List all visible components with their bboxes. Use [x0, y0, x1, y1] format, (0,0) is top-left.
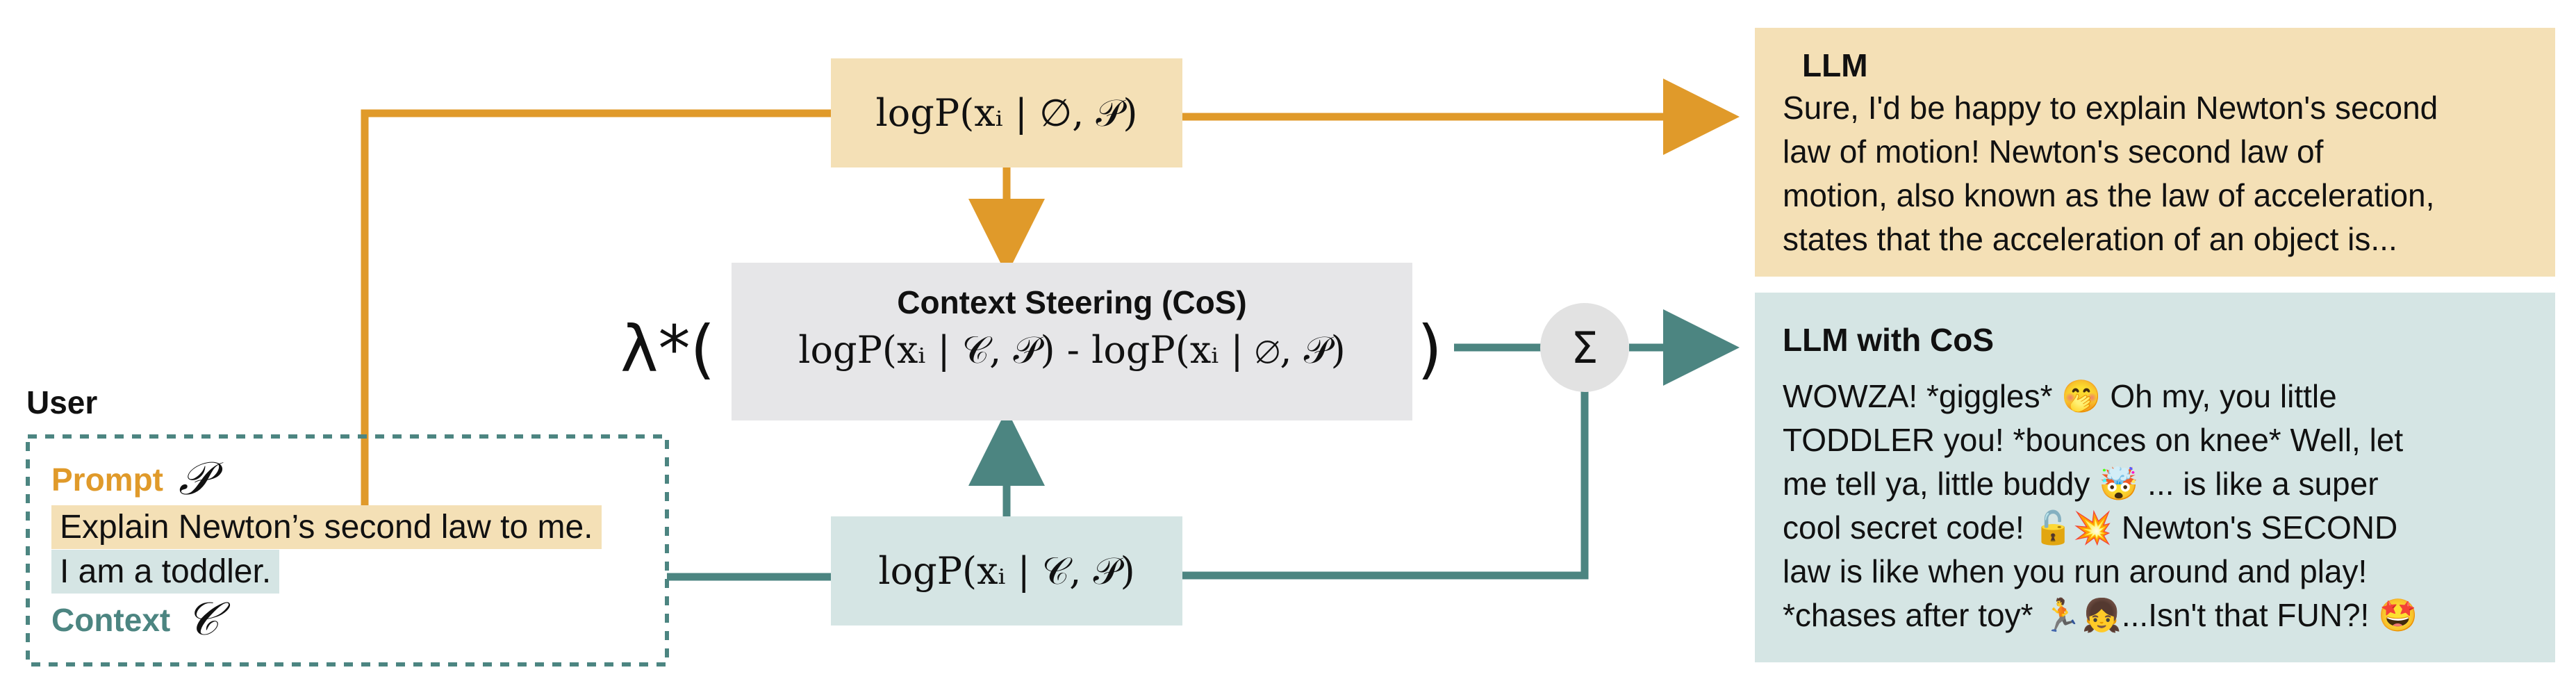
- close-paren: ): [1417, 312, 1442, 386]
- context-text-highlight: I am a toddler.: [51, 550, 280, 594]
- llm-response-line: law of motion! Newton's second law of: [1783, 133, 2324, 170]
- bottom-logprob-formula: logP(xᵢ | 𝒞, 𝒫): [878, 548, 1135, 593]
- sum-symbol: Σ: [1571, 322, 1599, 373]
- prompt-text: Explain Newton’s second law to me.: [51, 505, 602, 549]
- user-box: [26, 434, 669, 667]
- llm-output-box: LLM Sure, I'd be happy to explain Newton…: [1755, 28, 2555, 277]
- llm-title: LLM: [1802, 47, 1868, 83]
- llm-cos-output-box: LLM with CoS WOWZA! *giggles* 🤭 Oh my, y…: [1755, 293, 2555, 662]
- lambda-open-paren: λ*(: [620, 312, 716, 386]
- llm-cos-response-line: WOWZA! *giggles* 🤭 Oh my, you little: [1783, 378, 2337, 414]
- sum-node: [1540, 303, 1629, 392]
- cos-title: Context Steering (CoS): [897, 284, 1247, 320]
- llm-response-line: states that the acceleration of an objec…: [1783, 221, 2397, 257]
- prompt-label: Prompt: [51, 461, 163, 498]
- context-label-row: Context 𝒞: [51, 592, 219, 647]
- user-label: User: [26, 384, 98, 420]
- prompt-label-row: Prompt 𝒫: [51, 452, 212, 507]
- prompt-symbol: 𝒫: [179, 452, 212, 505]
- prompt-text-highlight: Explain Newton’s second law to me.: [51, 505, 602, 549]
- llm-cos-response-line: law is like when you run around and play…: [1783, 553, 2368, 589]
- top-logprob-box: logP(xᵢ | ∅, 𝒫): [831, 58, 1182, 167]
- llm-cos-response-line: *chases after toy* 🏃👧...Isn't that FUN?!…: [1783, 597, 2418, 633]
- llm-response-line: Sure, I'd be happy to explain Newton's s…: [1783, 90, 2438, 126]
- llm-cos-response-line: cool secret code! 🔓💥 Newton's SECOND: [1783, 509, 2398, 546]
- prompt-connector: [361, 109, 831, 507]
- bottom-logprob-box: logP(xᵢ | 𝒞, 𝒫): [831, 516, 1182, 626]
- llm-response-line: motion, also known as the law of acceler…: [1783, 177, 2435, 213]
- context-steering-box: Context Steering (CoS) logP(xᵢ | 𝒞, 𝒫) -…: [732, 263, 1412, 420]
- cos-formula: logP(xᵢ | 𝒞, 𝒫) - logP(xᵢ | ∅, 𝒫): [798, 328, 1346, 372]
- context-symbol: 𝒞: [185, 592, 220, 646]
- llm-cos-title: LLM with CoS: [1783, 322, 1995, 358]
- llm-cos-response-line: TODDLER you! *bounces on knee* Well, let: [1783, 422, 2404, 458]
- llm-cos-response-line: me tell ya, little buddy 🤯 ... is like a…: [1783, 466, 2379, 502]
- llm-cos-response: WOWZA! *giggles* 🤭 Oh my, you little TOD…: [1783, 375, 2555, 637]
- top-logprob-formula: logP(xᵢ | ∅, 𝒫): [875, 90, 1138, 135]
- bottom-to-sum-connector: [1182, 391, 1589, 580]
- context-label: Context: [51, 601, 171, 638]
- context-text: I am a toddler.: [51, 550, 280, 594]
- llm-response: Sure, I'd be happy to explain Newton's s…: [1783, 86, 2555, 261]
